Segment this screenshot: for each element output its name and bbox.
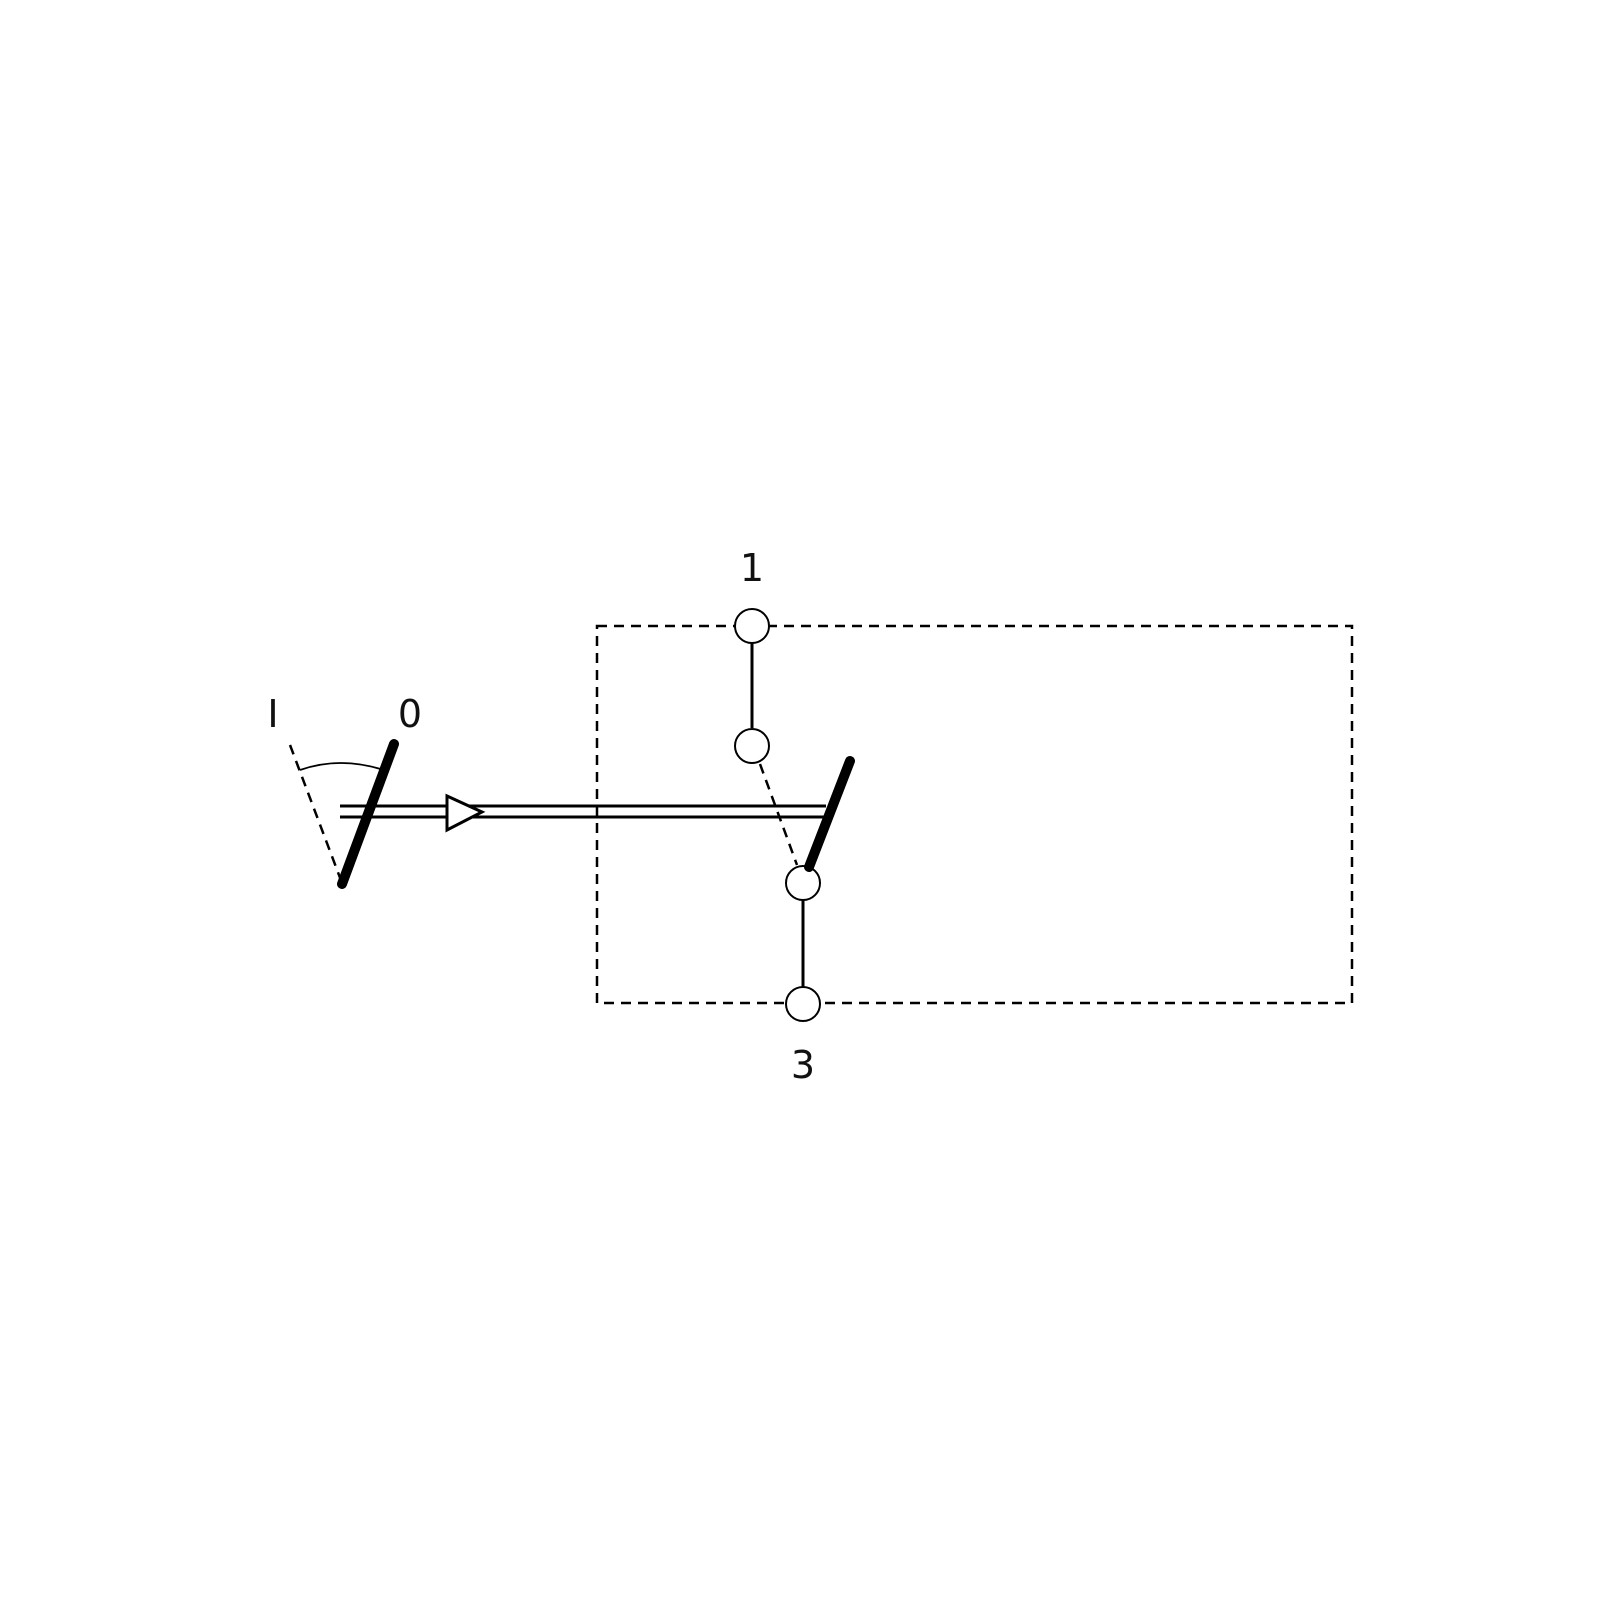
actuator-position-i-dashed — [288, 744, 344, 884]
actuator-lever — [337, 739, 399, 889]
switch-enclosure-dashed-box — [595, 624, 1354, 1005]
actuator-rotation-arc — [299, 762, 385, 771]
contact-closed-position-dashed — [758, 763, 799, 866]
label-position-0: 0 — [398, 692, 422, 736]
terminal-3-connector — [785, 986, 821, 1022]
label-terminal-1: 1 — [740, 546, 764, 590]
label-terminal-3: 3 — [791, 1043, 815, 1087]
linkage-direction-arrow — [445, 793, 486, 833]
contact-fixed-point — [734, 728, 770, 764]
label-position-i: I — [267, 692, 278, 736]
moving-contact-blade — [804, 756, 855, 872]
terminal-1-connector — [734, 608, 770, 644]
contact-pivot-point — [785, 865, 821, 901]
